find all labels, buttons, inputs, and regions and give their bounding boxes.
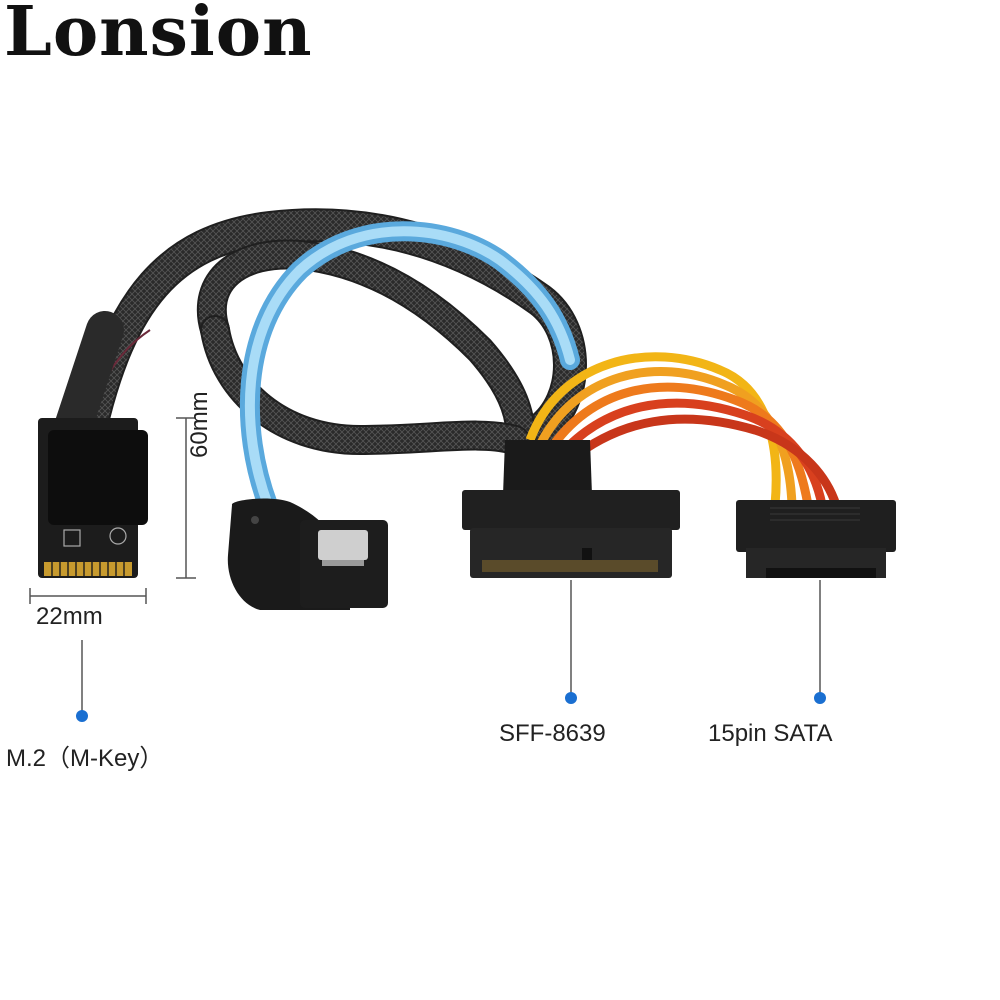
sata-data-connector	[227, 498, 388, 610]
m2-label: M.2（M-Key）	[6, 745, 164, 772]
length-label: 60mm	[186, 391, 213, 458]
brand-logo: Lonsion	[4, 0, 313, 72]
dimension-60mm	[176, 417, 196, 579]
power-wires	[525, 352, 841, 507]
sff-label: SFF-8639	[499, 720, 606, 747]
sff-8639-connector	[462, 440, 680, 578]
callout-m2	[76, 640, 88, 722]
callout-sata	[814, 580, 826, 704]
sata-power-connector	[736, 500, 896, 578]
m2-card	[38, 311, 148, 578]
callout-sff	[565, 580, 577, 704]
sata-data-cable	[239, 221, 580, 515]
dimension-22mm	[29, 588, 147, 604]
sata-power-label: 15pin SATA	[708, 720, 833, 747]
width-label: 22mm	[36, 603, 103, 630]
